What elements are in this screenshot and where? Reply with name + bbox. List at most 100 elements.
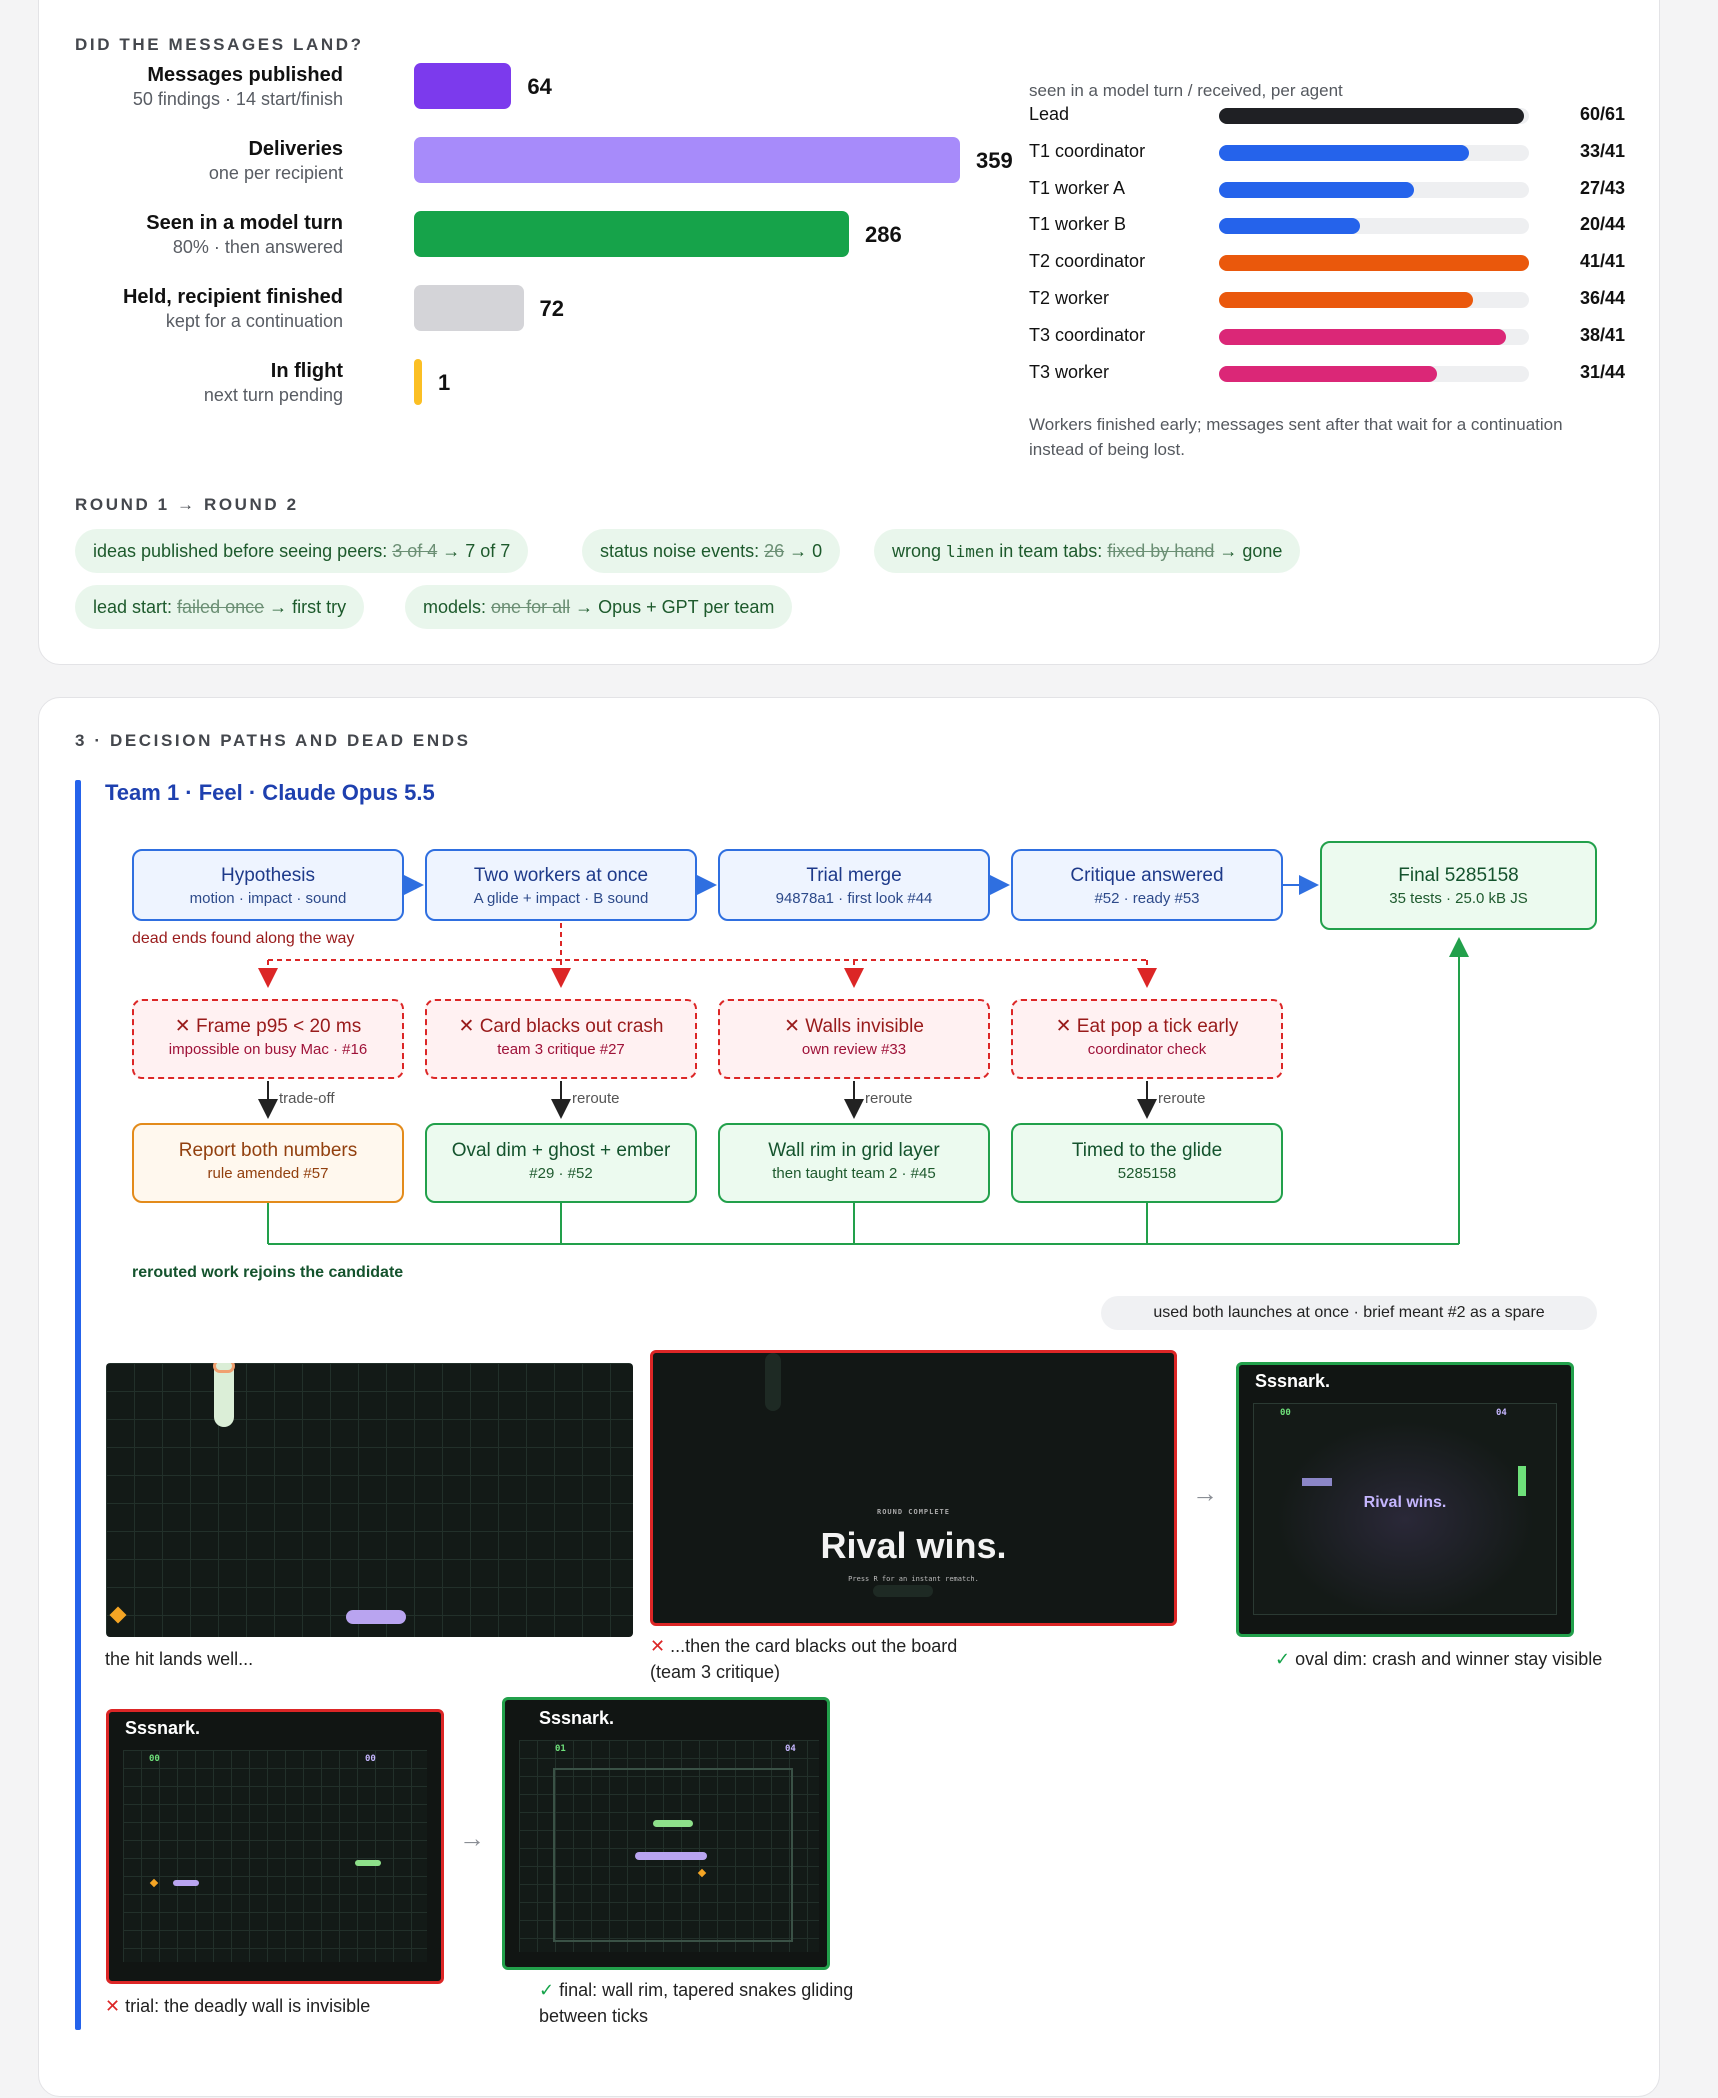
- rejoin-connectors: [267, 937, 1469, 1245]
- agent-ratio: 31/44: [1579, 361, 1625, 382]
- round-pill-noise: status noise events: 26 → 0: [582, 529, 841, 573]
- agent-ratio: 38/41: [1579, 324, 1625, 345]
- agent-name: T2 worker: [1029, 288, 1110, 308]
- brand-logo: Sssnark.: [1255, 1371, 1331, 1391]
- agent-bar-fill: [1219, 255, 1529, 272]
- rejoin-note: rerouted work rejoins the candidate: [132, 1264, 404, 1281]
- rounds-section-title: ROUND 1 → ROUND 2: [75, 495, 299, 514]
- delivery-bar-value: 64: [527, 74, 552, 99]
- fix-oval-dim: Oval dim + ghost + ember#29 · #52: [425, 1123, 697, 1203]
- purple-snake-3: [635, 1852, 707, 1860]
- agent-name: T1 worker A: [1029, 177, 1126, 198]
- agent-name: T2 coordinator: [1029, 251, 1146, 272]
- game-board: 00 04 Rival wins.: [1253, 1403, 1557, 1615]
- reroute-connectors: [258, 1081, 1157, 1119]
- agent-bar-track: [1219, 218, 1529, 235]
- delivery-bar: [414, 137, 960, 183]
- agent-bar-track: [1219, 328, 1529, 345]
- decision-card: 3 · DECISION PATHS AND DEAD ENDS Team 1 …: [38, 697, 1660, 2097]
- agent-bar-fill: [1219, 218, 1360, 235]
- score-right-2: 00: [365, 1754, 376, 1764]
- round-pill-models: models: one for all → Opus + GPT per tea…: [405, 585, 793, 629]
- agent-bar-track: [1219, 108, 1529, 124]
- agent-bar-fill: [1219, 292, 1473, 308]
- score-left: 00: [1280, 1408, 1291, 1418]
- green-snake-block: [1518, 1466, 1526, 1496]
- edge-label-reroute-1: reroute: [572, 1090, 620, 1107]
- round-pill-ideas: ideas published before seeing peers: 3 o…: [75, 529, 529, 573]
- delivery-card: DID THE MESSAGES LAND? Messages publishe…: [38, 0, 1660, 665]
- wall-rim: [553, 1768, 793, 1942]
- rival-wins-mini: Rival wins.: [1363, 1494, 1447, 1511]
- round-pill-limen: wrong limen in team tabs: fixed by hand …: [874, 529, 1301, 573]
- delivery-bar-value: 72: [539, 296, 564, 321]
- edge-label-reroute-3: reroute: [1158, 1090, 1206, 1107]
- agent-name: T3 coordinator: [1029, 324, 1146, 345]
- agent-ratio: 27/43: [1579, 177, 1625, 198]
- delivery-bar: [414, 359, 422, 405]
- delivery-bar: [414, 63, 512, 109]
- ember-icon: [109, 1606, 127, 1624]
- score-right: 04: [1496, 1408, 1507, 1418]
- agent-bar-fill: [1219, 181, 1414, 198]
- screenshot-invisible-wall: Sssnark. 00 00: [106, 1709, 444, 1984]
- brand-logo-3: Sssnark.: [539, 1708, 615, 1728]
- arrow-right-icon: →: [1192, 1478, 1218, 1508]
- score-left-2: 00: [149, 1754, 160, 1764]
- ember-icon-2: [149, 1878, 159, 1888]
- agent-bar-track: [1219, 255, 1529, 272]
- team-1-title: Team 1 · Feel · Claude Opus 5.5: [105, 780, 435, 805]
- caption-card-blackout: ✕ ...then the card blacks out the board(…: [650, 1636, 958, 1682]
- purple-snake-2: [173, 1880, 199, 1886]
- agent-ratio: 36/44: [1579, 288, 1625, 308]
- launch-note: used both launches at once · brief meant…: [1101, 1296, 1597, 1330]
- green-snake-2: [355, 1860, 381, 1866]
- caption-oval-dim: ✓ oval dim: crash and winner stay visibl…: [1275, 1649, 1603, 1669]
- round-complete-label: ROUND COMPLETE: [876, 1508, 950, 1516]
- caption-hit-lands: the hit lands well...: [105, 1649, 254, 1669]
- node-critique-answered: Critique answered#52 · ready #53: [1011, 849, 1283, 921]
- game-board-2: 00 00: [123, 1750, 427, 1962]
- agent-name: Lead: [1029, 104, 1070, 124]
- agents-footnote-line-1: Workers finished early; messages sent af…: [1029, 415, 1563, 434]
- purple-snake-block: [1302, 1478, 1332, 1486]
- game-board-3: 01 04: [519, 1740, 819, 1952]
- agent-bar-track: [1219, 292, 1529, 308]
- impact-ring: [213, 1363, 235, 1373]
- delivery-bar-value: 359: [976, 148, 1013, 173]
- team-1-accent-bar: [75, 780, 81, 2030]
- caption-wall-rim: ✓ final: wall rim, tapered snakes glidin…: [539, 1980, 854, 2026]
- agent-bar-fill: [1219, 144, 1469, 161]
- delivery-section-title: DID THE MESSAGES LAND?: [75, 35, 364, 54]
- screenshot-hit-lands: [106, 1363, 633, 1637]
- agent-bar-fill: [1219, 108, 1524, 124]
- caption-invisible-wall: ✕ trial: the deadly wall is invisible: [105, 1996, 371, 2016]
- edge-label-reroute-2: reroute: [865, 1090, 913, 1107]
- rival-wins-title: Rival wins.: [820, 1525, 1007, 1566]
- round-pill-lead-start: lead start: failed once → first try: [75, 585, 365, 629]
- agent-ratio: 41/41: [1579, 251, 1625, 272]
- screenshot-oval-dim: Sssnark. 00 04 Rival wins.: [1236, 1362, 1574, 1637]
- agents-note: seen in a model turn / received, per age…: [1029, 81, 1343, 100]
- delivery-bar-value: 286: [864, 222, 902, 247]
- delivery-bar-value: 1: [438, 370, 451, 395]
- agent-ratio: 20/44: [1579, 214, 1625, 235]
- agent-name: T3 worker: [1029, 361, 1110, 382]
- delivery-bar: [414, 211, 849, 257]
- score-right-3: 04: [785, 1744, 796, 1754]
- screenshot-card-blackout: ROUND COMPLETE Rival wins. Press R for a…: [650, 1350, 1177, 1626]
- green-snake: [214, 1363, 234, 1427]
- agent-bar-track: [1219, 365, 1529, 382]
- screenshot-wall-rim: Sssnark. 01 04: [502, 1697, 830, 1970]
